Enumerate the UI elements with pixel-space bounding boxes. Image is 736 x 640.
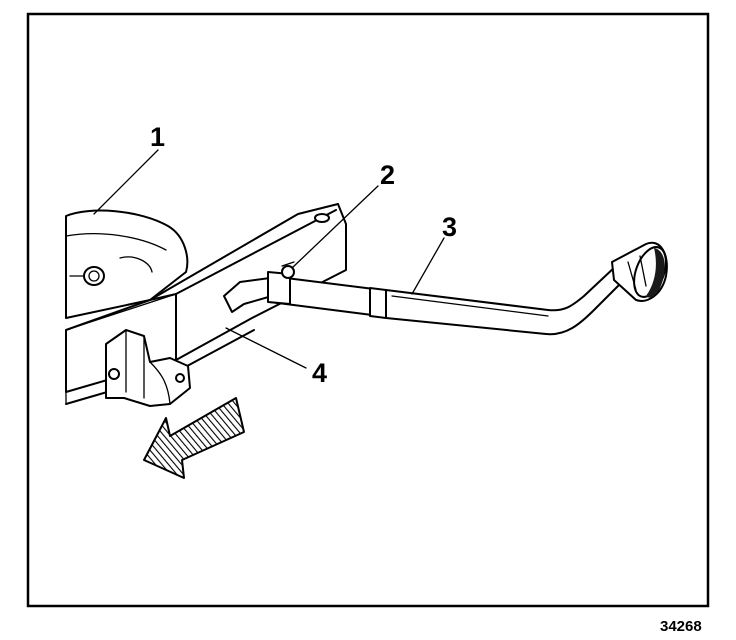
illustration-border [26, 12, 710, 608]
callout-2: 2 [380, 160, 395, 190]
figure-number: 34268 [660, 618, 702, 635]
tail-pipe [385, 241, 668, 336]
callout-leaders [93, 149, 445, 369]
muffler [65, 209, 189, 319]
hanger-bracket [105, 329, 191, 407]
callout-4: 4 [312, 358, 327, 388]
callout-3: 3 [442, 212, 457, 242]
front-direction-arrow [143, 397, 245, 479]
exhaust-pipe [223, 261, 387, 319]
callout-1: 1 [150, 122, 165, 152]
